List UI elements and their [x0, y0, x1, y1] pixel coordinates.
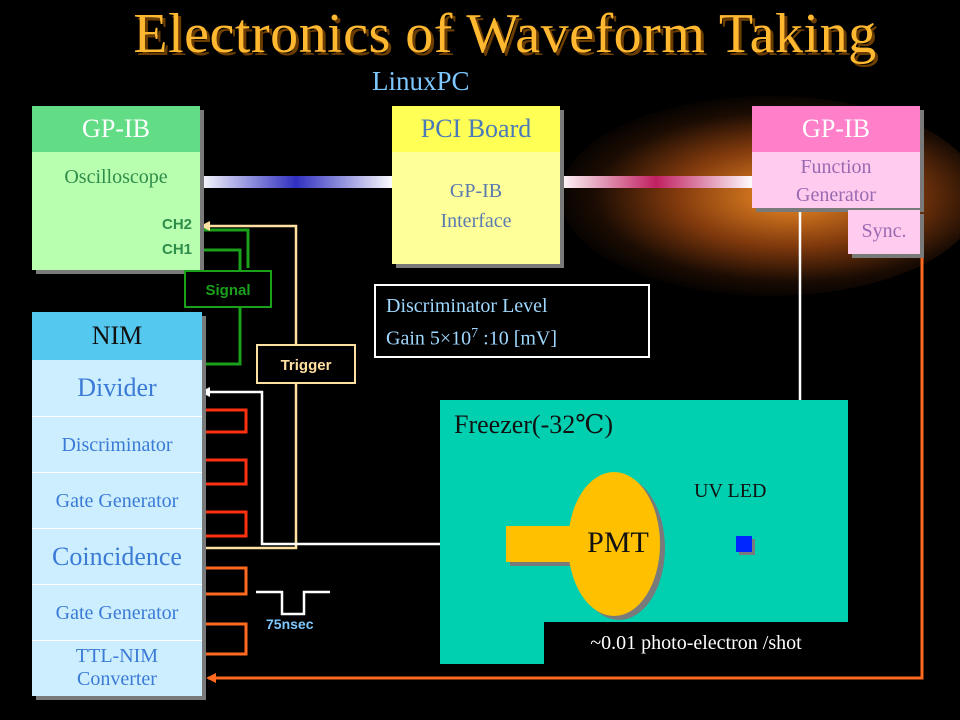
gpib-bus-right	[558, 176, 754, 188]
nim-module-divider: Divider	[77, 373, 157, 402]
signal-tag: Signal	[184, 270, 272, 308]
nim-header: NIM	[32, 312, 202, 360]
pmt-tube	[568, 472, 660, 616]
nim-crate: NIM Divider Discriminator Gate Generator…	[32, 312, 202, 696]
sync-line	[208, 254, 924, 680]
discriminator-level-line1: Discriminator Level	[386, 295, 548, 317]
trigger-line	[200, 224, 298, 550]
oscilloscope-gpib-header: GP-IB	[32, 106, 200, 152]
freezer-label: Freezer(-32℃)	[454, 410, 613, 439]
trigger-tag: Trigger	[256, 344, 356, 384]
nim-module-discriminator: Discriminator	[32, 416, 202, 472]
sync-arrowhead	[206, 673, 216, 683]
pmt-label: PMT	[587, 526, 649, 559]
pmt-signal-line	[200, 390, 506, 546]
function-generator-line1: Function	[800, 156, 872, 178]
signal-line-ch2	[200, 228, 250, 268]
pci-board-header: PCI Board	[392, 106, 560, 152]
ttl-nim-line1: TTL-NIM	[75, 645, 159, 667]
pmt-base	[506, 526, 574, 562]
pulse-symbol	[256, 590, 330, 616]
trigger-arrowhead	[200, 221, 210, 231]
gpib-bus-left	[198, 176, 394, 188]
pmt-signal-arrowhead	[200, 387, 210, 397]
sync-box: Sync.	[848, 210, 920, 254]
linuxpc-label: LinuxPC	[372, 66, 470, 96]
uv-led-label: UV LED	[694, 480, 767, 502]
nim-module-ttl-nim: TTL-NIM Converter	[32, 640, 202, 696]
function-generator-header: GP-IB	[752, 106, 920, 152]
ttl-nim-line2: Converter	[77, 668, 157, 690]
nim-module-coincidence: Coincidence	[32, 528, 202, 584]
oscilloscope-label: Oscilloscope	[64, 166, 168, 188]
nim-module-gate-generator-2: Gate Generator	[32, 584, 202, 640]
discriminator-level-line2: Gain 5×107 :10 [mV]	[386, 326, 558, 350]
pulse-width-label: 75nsec	[266, 616, 314, 632]
pci-board-box: PCI Board GP-IB Interface	[392, 106, 560, 264]
nim-red-links	[204, 408, 248, 538]
photo-electron-label: ~0.01 photo-electron /shot	[544, 622, 848, 664]
pci-label-line1: GP-IB	[449, 180, 503, 202]
nim-orange-links	[204, 566, 248, 656]
sync-label: Sync.	[861, 220, 907, 242]
function-generator-line2: Generator	[796, 184, 876, 206]
function-generator-box: GP-IB Function Generator	[752, 106, 920, 208]
ch1-label: CH1	[161, 241, 192, 258]
ch2-label: CH2	[161, 216, 192, 233]
page-title: Electronics of Waveform Taking	[133, 3, 877, 65]
nim-module-gate-generator-1: Gate Generator	[32, 472, 202, 528]
pci-label-line2: Interface	[440, 210, 512, 232]
gain-exponent: 7	[471, 326, 479, 341]
uv-led-icon	[736, 536, 752, 552]
oscilloscope-box: GP-IB Oscilloscope CH2 CH1	[32, 106, 200, 270]
discriminator-level-box: Discriminator Level Gain 5×107 :10 [mV]	[374, 284, 650, 358]
